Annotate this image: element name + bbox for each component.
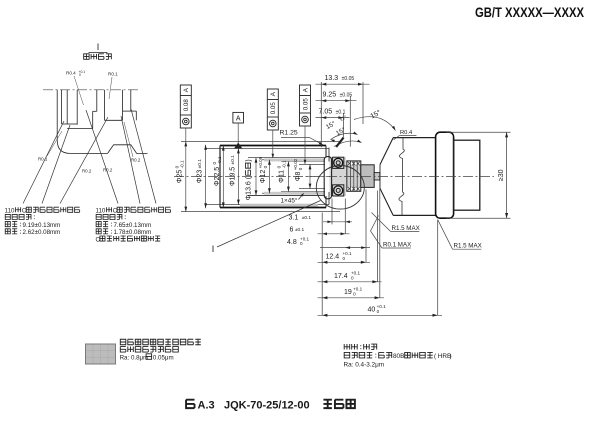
- svg-text:7.65±0.13mm: 7.65±0.13mm: [113, 222, 151, 229]
- svg-text:R0.2: R0.2: [103, 168, 113, 173]
- svg-text:Φ11: Φ11: [279, 170, 286, 183]
- svg-text:0: 0: [212, 161, 217, 164]
- svg-text:≥30: ≥30: [498, 169, 505, 181]
- svg-text:HRB: HRB: [438, 353, 452, 360]
- svg-text:R0.4: R0.4: [66, 71, 76, 76]
- svg-text:0: 0: [351, 275, 354, 280]
- svg-text:7.05: 7.05: [319, 109, 333, 116]
- svg-text:0: 0: [263, 165, 268, 168]
- svg-text:+0.1: +0.1: [353, 287, 363, 292]
- svg-text:±0.1: ±0.1: [230, 155, 236, 165]
- svg-text:2.62±0.08mm: 2.62±0.08mm: [23, 229, 61, 236]
- svg-text:JQK-70-25/12-00: JQK-70-25/12-00: [224, 400, 310, 412]
- svg-text:1.78±0.08mm: 1.78±0.08mm: [113, 229, 151, 236]
- svg-text:±0.1: ±0.1: [302, 215, 312, 221]
- svg-text:+0.05: +0.05: [258, 156, 263, 168]
- svg-text:0: 0: [353, 291, 356, 296]
- svg-text:Φ13.6 (: Φ13.6 (: [246, 176, 253, 200]
- svg-text:GB/T XXXXX—XXXX: GB/T XXXXX—XXXX: [475, 4, 585, 20]
- svg-text:+0.1: +0.1: [342, 251, 352, 256]
- svg-text:4.8: 4.8: [287, 239, 297, 246]
- svg-text:0.05: 0.05: [302, 98, 309, 111]
- svg-text:±0.1: ±0.1: [295, 227, 305, 233]
- svg-text:110: 110: [96, 208, 106, 215]
- svg-text:R0.1 MAX: R0.1 MAX: [383, 241, 411, 248]
- svg-text:+0.1: +0.1: [377, 304, 387, 309]
- svg-text:Ra: 0.4-3.2μm: Ra: 0.4-3.2μm: [344, 362, 385, 369]
- svg-text:Φ19.5: Φ19.5: [229, 167, 236, 186]
- svg-text:): ): [449, 353, 451, 360]
- svg-text:A: A: [302, 87, 309, 92]
- svg-text:0: 0: [342, 256, 345, 261]
- svg-text:0.08: 0.08: [183, 99, 190, 112]
- svg-text:40: 40: [368, 307, 376, 314]
- svg-text:Φ8: Φ8: [295, 172, 302, 182]
- svg-text:+0.1: +0.1: [79, 70, 86, 74]
- svg-text:(: (: [434, 353, 437, 360]
- svg-text:13.3: 13.3: [325, 75, 339, 82]
- svg-text:A: A: [236, 116, 241, 123]
- svg-text:0: 0: [377, 309, 380, 314]
- svg-text:0: 0: [300, 241, 303, 246]
- svg-text:19: 19: [344, 289, 352, 296]
- svg-text:R0.2: R0.2: [131, 158, 141, 163]
- svg-text:0.05: 0.05: [270, 102, 277, 115]
- svg-text:12.4: 12.4: [326, 254, 340, 261]
- svg-text:Φ25: Φ25: [177, 170, 184, 183]
- svg-text:I: I: [212, 244, 215, 254]
- svg-text:-0.1: -0.1: [217, 156, 222, 164]
- svg-text:110: 110: [5, 208, 15, 215]
- svg-text:R0.1: R0.1: [38, 157, 48, 162]
- svg-text:A: A: [270, 91, 277, 96]
- svg-text:+0.1: +0.1: [300, 237, 310, 242]
- svg-text:9.25: 9.25: [323, 92, 337, 99]
- svg-text:-0.1: -0.1: [179, 160, 184, 168]
- svg-text:9.19±0.13mm: 9.19±0.13mm: [23, 222, 61, 229]
- svg-text:17.4: 17.4: [334, 273, 348, 280]
- svg-text:80B: 80B: [393, 353, 404, 360]
- svg-text:+0.1: +0.1: [351, 271, 361, 276]
- svg-text:Ra: 0.8μm: Ra: 0.8μm: [120, 355, 149, 362]
- svg-text:3.1: 3.1: [289, 214, 299, 221]
- svg-text:-0.1: -0.1: [281, 160, 286, 168]
- svg-text:Φ22.5: Φ22.5: [214, 167, 221, 186]
- svg-text:O: O: [96, 236, 101, 243]
- svg-text:0: 0: [276, 165, 281, 168]
- svg-text:Φ12: Φ12: [260, 170, 267, 183]
- svg-text:+0.02: +0.02: [293, 158, 298, 170]
- svg-text:0: 0: [174, 165, 179, 168]
- svg-text:±0.1: ±0.1: [336, 109, 346, 115]
- svg-text:0.05μm: 0.05μm: [153, 355, 174, 362]
- svg-text:R1.5 MAX: R1.5 MAX: [392, 225, 420, 232]
- svg-text:O: O: [113, 208, 118, 215]
- svg-text:6: 6: [290, 226, 294, 233]
- svg-text:R1.5 MAX: R1.5 MAX: [454, 243, 482, 250]
- svg-text:R1.25: R1.25: [280, 129, 298, 136]
- svg-text:Φ23: Φ23: [196, 170, 203, 183]
- svg-text:): ): [246, 159, 253, 161]
- svg-text:±1°: ±1°: [339, 114, 348, 122]
- svg-text:I: I: [97, 42, 100, 52]
- svg-text:0: 0: [298, 167, 303, 170]
- svg-text:±0.1: ±0.1: [197, 159, 203, 169]
- svg-text:O: O: [22, 208, 27, 215]
- svg-text:0: 0: [79, 73, 81, 77]
- svg-text:R0.1: R0.1: [108, 72, 118, 77]
- svg-text:A.3: A.3: [198, 400, 215, 412]
- svg-text:R0.4: R0.4: [400, 130, 413, 136]
- svg-text:15°: 15°: [324, 119, 337, 131]
- svg-text:±0.05: ±0.05: [340, 92, 353, 98]
- svg-text:R0.2: R0.2: [82, 169, 92, 174]
- svg-text:1×45°: 1×45°: [281, 197, 298, 205]
- svg-text:15°: 15°: [334, 125, 347, 137]
- svg-text:±0.05: ±0.05: [342, 76, 355, 82]
- svg-text:A: A: [183, 87, 190, 92]
